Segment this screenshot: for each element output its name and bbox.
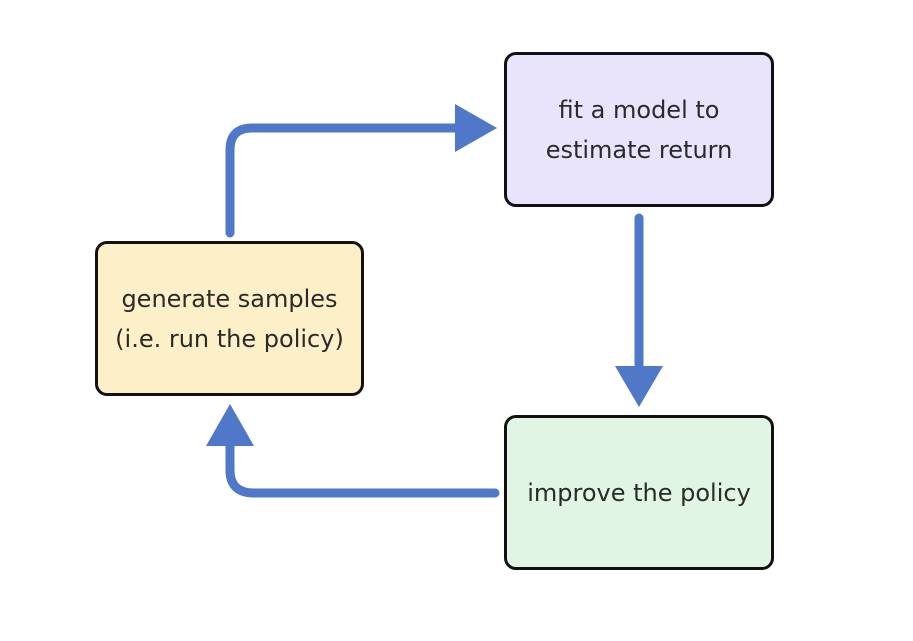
arrowhead-improve-to-generate — [206, 404, 254, 446]
arrowhead-fit-to-improve — [615, 366, 663, 407]
node-fit-model: fit a model to estimate return — [504, 52, 774, 207]
node-improve-line-1: improve the policy — [527, 478, 751, 507]
arrow-improve-to-generate — [225, 435, 500, 498]
node-generate-samples: generate samples (i.e. run the policy) — [95, 241, 364, 396]
node-improve-policy: improve the policy — [504, 415, 774, 570]
arrowhead-generate-to-fit — [455, 104, 497, 152]
node-generate-line-2: (i.e. run the policy) — [115, 324, 344, 353]
node-fit-line-1: fit a model to — [558, 95, 720, 124]
node-fit-line-2: estimate return — [545, 135, 733, 164]
node-generate-line-1: generate samples — [121, 284, 338, 313]
arrow-generate-to-fit — [225, 123, 465, 238]
